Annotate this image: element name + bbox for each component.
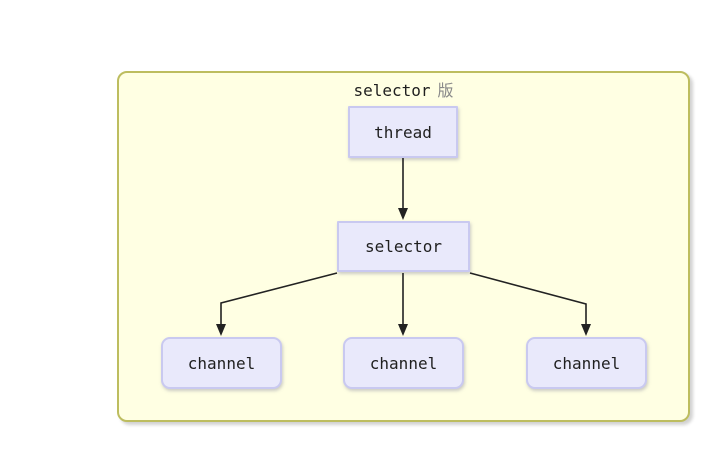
node-selector-label: selector — [364, 237, 443, 256]
diagram-title: selector 版 — [117, 77, 690, 101]
node-channel-3: channel — [526, 337, 647, 389]
node-selector: selector — [337, 221, 470, 272]
node-channel-1: channel — [161, 337, 282, 389]
node-channel-2: channel — [343, 337, 464, 389]
node-channel-2-label: channel — [369, 353, 438, 373]
diagram-title-text: selector — [353, 81, 431, 100]
diagram-title-suffix: 版 — [437, 81, 454, 100]
node-channel-3-label: channel — [552, 353, 621, 373]
node-channel-1-label: channel — [187, 353, 256, 373]
node-thread-label: thread — [374, 122, 432, 142]
node-thread: thread — [348, 106, 458, 158]
